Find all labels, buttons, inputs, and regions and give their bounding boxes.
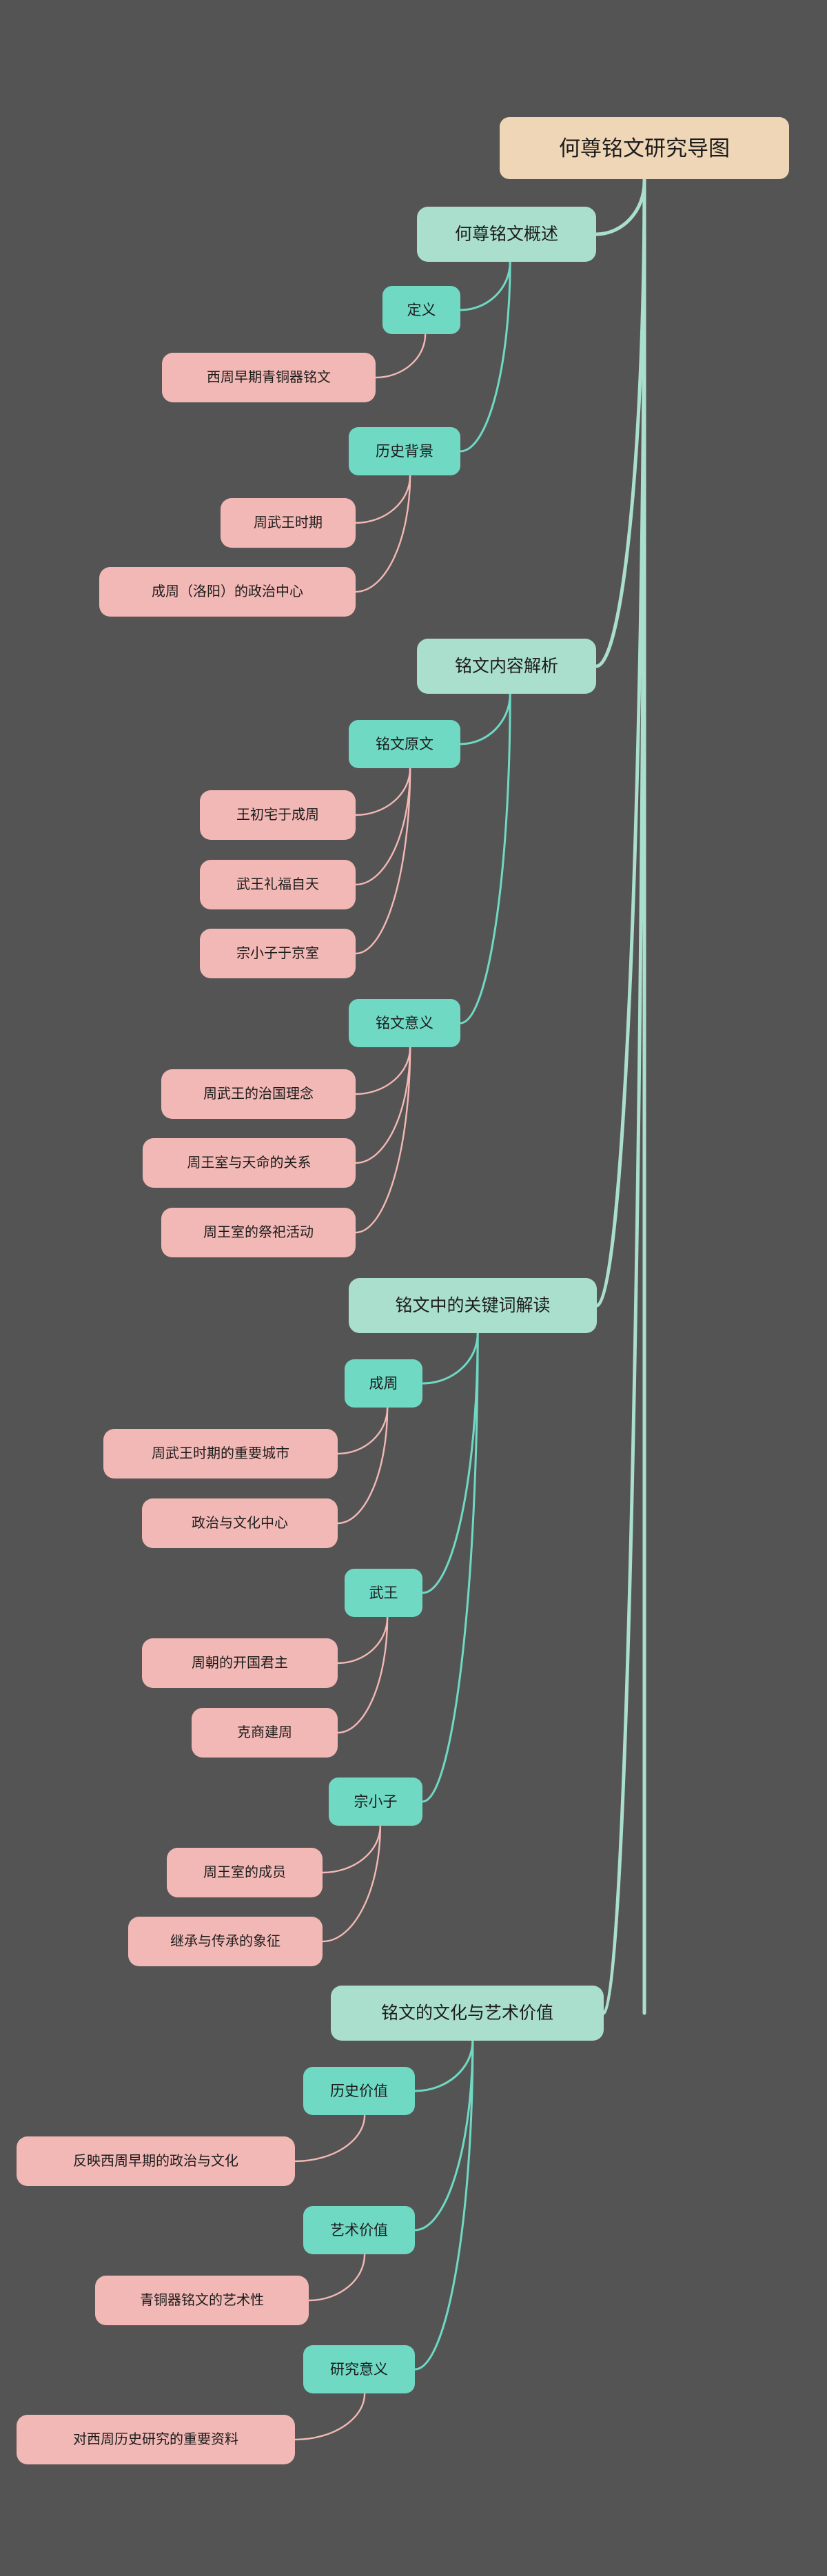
leaf-node-3-2-0[interactable]: 对西周历史研究的重要资料 <box>17 2415 295 2464</box>
leaf-node-1-0-2[interactable]: 宗小子于京室 <box>200 929 356 978</box>
root-node-title[interactable]: 何尊铭文研究导图 <box>500 117 789 179</box>
leaf-node-3-1-0[interactable]: 青铜器铭文的艺术性 <box>95 2276 309 2325</box>
node-label: 周武王的治国理念 <box>203 1086 314 1102</box>
subsection-node-2-2[interactable]: 宗小子 <box>329 1778 422 1826</box>
node-label: 政治与文化中心 <box>192 1516 288 1531</box>
node-label: 铭文意义 <box>376 1015 433 1031</box>
node-label: 宗小子于京室 <box>236 946 319 961</box>
leaf-node-1-1-0[interactable]: 周武王的治国理念 <box>161 1069 356 1119</box>
node-label: 铭文内容解析 <box>454 656 558 676</box>
node-label: 王初宅于成周 <box>236 807 319 823</box>
node-label: 周王室的祭祀活动 <box>203 1225 314 1240</box>
node-label: 反映西周早期的政治与文化 <box>73 2154 238 2169</box>
section-node-3[interactable]: 铭文的文化与艺术价值 <box>331 1986 604 2041</box>
leaf-node-2-1-1[interactable]: 克商建周 <box>192 1708 338 1758</box>
connector-line <box>459 260 511 453</box>
connector-line <box>354 767 411 955</box>
node-label: 何尊铭文研究导图 <box>559 136 730 161</box>
connector-line <box>421 1332 479 1803</box>
leaf-node-1-1-1[interactable]: 周王室与天命的关系 <box>143 1138 356 1188</box>
subsection-node-1-1[interactable]: 铭文意义 <box>349 999 460 1047</box>
connector-line <box>374 333 427 379</box>
leaf-node-2-1-0[interactable]: 周朝的开国君主 <box>142 1638 338 1688</box>
connector-line <box>321 1824 381 1874</box>
connector-line <box>459 260 511 311</box>
node-label: 西周早期青铜器铭文 <box>207 370 331 385</box>
leaf-node-0-0-0[interactable]: 西周早期青铜器铭文 <box>162 353 376 402</box>
node-label: 铭文中的关键词解读 <box>395 1295 551 1315</box>
node-label: 何尊铭文概述 <box>454 224 558 244</box>
connector-line <box>354 1046 411 1095</box>
connector-line <box>421 1332 479 1385</box>
connector-line <box>354 474 411 593</box>
leaf-node-1-0-1[interactable]: 武王礼福自天 <box>200 860 356 909</box>
section-node-2[interactable]: 铭文中的关键词解读 <box>349 1278 597 1333</box>
leaf-node-2-2-1[interactable]: 继承与传承的象征 <box>128 1917 323 1966</box>
connector-line <box>414 2039 474 2232</box>
node-label: 周王室与天命的关系 <box>187 1155 312 1171</box>
subsection-node-2-0[interactable]: 成周 <box>345 1359 422 1408</box>
node-label: 克商建周 <box>237 1725 292 1740</box>
node-label: 定义 <box>407 302 436 318</box>
leaf-node-1-0-0[interactable]: 王初宅于成周 <box>200 790 356 840</box>
subsection-node-3-1[interactable]: 艺术价值 <box>303 2206 415 2254</box>
leaf-node-1-1-2[interactable]: 周王室的祭祀活动 <box>161 1208 356 1257</box>
section-node-0[interactable]: 何尊铭文概述 <box>417 207 596 262</box>
node-label: 周朝的开国君主 <box>192 1656 288 1671</box>
node-label: 研究意义 <box>330 2361 388 2378</box>
node-label: 对西周历史研究的重要资料 <box>73 2432 238 2447</box>
node-label: 武王礼福自天 <box>236 877 319 892</box>
node-label: 历史背景 <box>376 443 433 460</box>
connector-line <box>594 180 646 236</box>
node-label: 铭文的文化与艺术价值 <box>380 2003 553 2023</box>
node-label: 成周 <box>369 1375 398 1392</box>
subsection-node-1-0[interactable]: 铭文原文 <box>349 720 460 768</box>
node-label: 周武王时期 <box>254 515 323 530</box>
connector-line <box>594 180 646 668</box>
connector-line <box>414 2039 474 2092</box>
leaf-node-2-0-0[interactable]: 周武王时期的重要城市 <box>103 1429 338 1478</box>
subsection-node-3-2[interactable]: 研究意义 <box>303 2345 415 2393</box>
connector-line <box>595 180 646 1308</box>
subsection-node-0-0[interactable]: 定义 <box>382 286 460 334</box>
connector-line <box>354 767 411 886</box>
connector-line <box>602 180 646 2015</box>
node-label: 宗小子 <box>354 1793 398 1810</box>
connector-line <box>421 1332 479 1594</box>
leaf-node-3-0-0[interactable]: 反映西周早期的政治与文化 <box>17 2136 295 2186</box>
node-label: 历史价值 <box>330 2083 388 2099</box>
connector-line <box>336 1616 389 1734</box>
node-label: 武王 <box>369 1585 398 1601</box>
node-label: 铭文原文 <box>376 736 433 752</box>
connector-line <box>354 474 411 524</box>
section-node-1[interactable]: 铭文内容解析 <box>417 639 596 694</box>
connector-line <box>321 1824 381 1943</box>
connector-line <box>414 2039 474 2371</box>
connector-line <box>354 767 411 816</box>
connector-line <box>459 692 511 745</box>
leaf-node-0-1-1[interactable]: 成周（洛阳）的政治中心 <box>99 567 356 617</box>
connector-line <box>336 1406 389 1455</box>
leaf-node-0-1-0[interactable]: 周武王时期 <box>221 498 356 548</box>
connector-line <box>336 1616 389 1665</box>
connector-line <box>336 1406 389 1525</box>
leaf-node-2-2-0[interactable]: 周王室的成员 <box>167 1848 323 1897</box>
connector-line <box>307 2253 366 2302</box>
subsection-node-2-1[interactable]: 武王 <box>345 1569 422 1617</box>
node-label: 周武王时期的重要城市 <box>152 1446 289 1461</box>
connector-line <box>294 2114 366 2163</box>
connector-line <box>354 1046 411 1164</box>
subsection-node-0-1[interactable]: 历史背景 <box>349 427 460 475</box>
connector-line <box>294 2392 366 2441</box>
node-label: 艺术价值 <box>330 2222 388 2238</box>
connector-line <box>459 692 511 1024</box>
node-label: 周王室的成员 <box>203 1865 286 1880</box>
node-label: 青铜器铭文的艺术性 <box>140 2293 264 2308</box>
node-label: 成周（洛阳）的政治中心 <box>152 584 303 599</box>
leaf-node-2-0-1[interactable]: 政治与文化中心 <box>142 1498 338 1548</box>
node-label: 继承与传承的象征 <box>170 1934 280 1949</box>
subsection-node-3-0[interactable]: 历史价值 <box>303 2067 415 2115</box>
connector-line <box>354 1046 411 1234</box>
